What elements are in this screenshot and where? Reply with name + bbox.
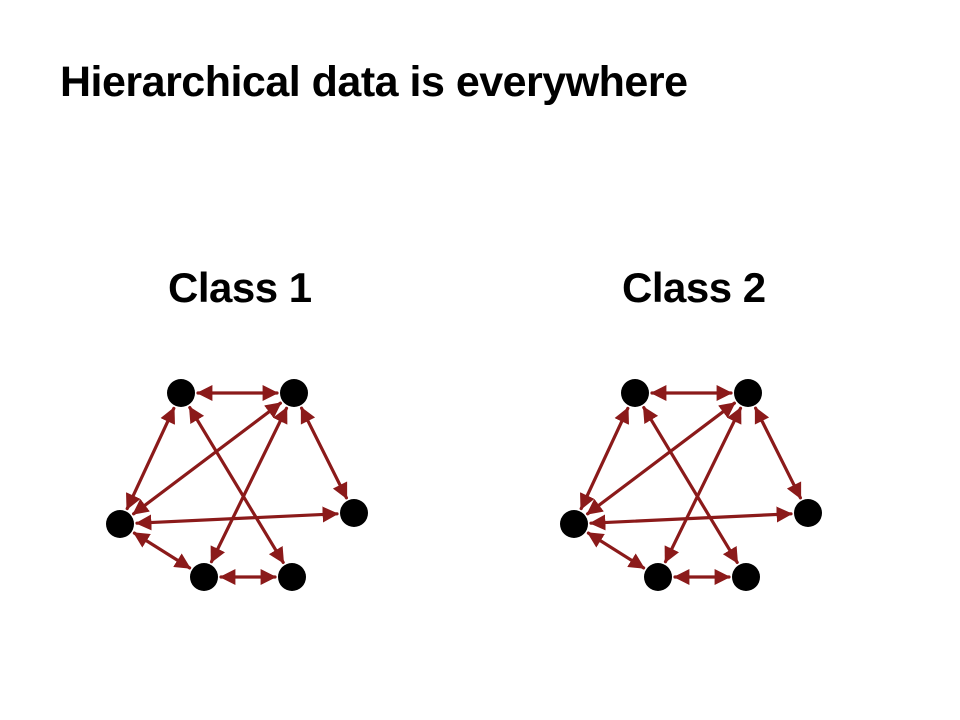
double-arrow-icon (585, 401, 737, 516)
double-arrow-icon (753, 406, 803, 500)
double-arrow-icon (135, 506, 339, 531)
double-arrow-icon (579, 406, 630, 511)
class-1-network (106, 379, 376, 687)
double-arrow-icon (125, 406, 176, 511)
class-1-label: Class 1 (168, 264, 312, 311)
double-arrow-icon (132, 531, 192, 570)
double-arrow-icon (188, 406, 285, 565)
double-arrow-icon (209, 406, 289, 564)
stick-figure-icon (732, 563, 768, 687)
stick-figure-icon (280, 379, 316, 503)
stick-figure-icon (644, 563, 680, 687)
stick-figure-icon (734, 379, 770, 503)
double-arrow-icon (589, 506, 793, 531)
stick-figure-icon (340, 499, 376, 623)
class-2-network (560, 379, 830, 687)
double-arrow-icon (642, 406, 739, 565)
stick-figure-icon (106, 510, 142, 634)
stick-figure-icon (794, 499, 830, 623)
double-arrow-icon (300, 406, 348, 500)
stick-figure-icon (560, 510, 596, 634)
double-arrow-icon (586, 531, 646, 570)
stick-figure-icon (278, 563, 314, 687)
slide-title: Hierarchical data is everywhere (60, 58, 688, 106)
double-arrow-icon (132, 401, 282, 516)
stick-figure-icon (190, 563, 226, 687)
double-arrow-icon (663, 406, 743, 564)
class-2-label: Class 2 (622, 264, 766, 311)
